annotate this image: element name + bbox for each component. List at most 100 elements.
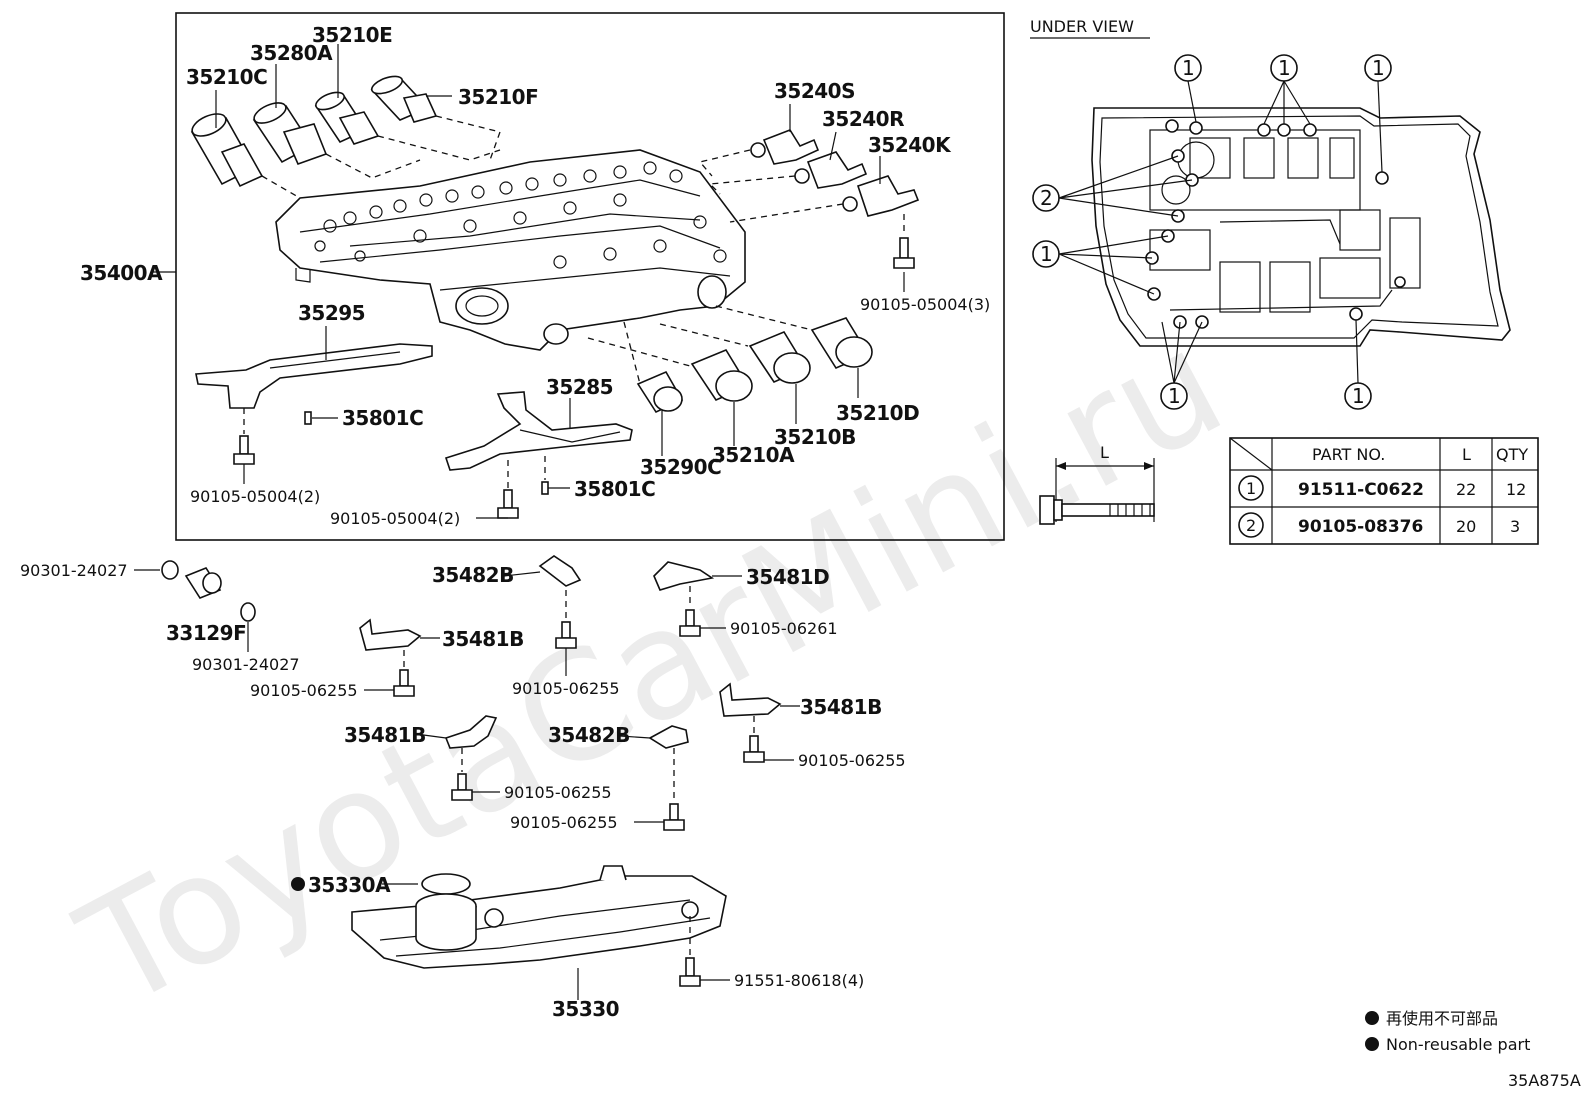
label-35240K: 35240K xyxy=(868,133,952,157)
label-33129F: 33129F xyxy=(166,621,246,645)
label-35280A: 35280A xyxy=(250,41,333,65)
bolt-table xyxy=(1229,437,1539,545)
callout-top-mid: 1 xyxy=(1278,56,1291,80)
under-view-title: UNDER VIEW xyxy=(1030,17,1134,36)
bolt-90105-06255-d xyxy=(451,773,473,801)
label-35400A: 35400A xyxy=(80,261,163,285)
table-row1-qty: 12 xyxy=(1506,480,1526,499)
label-91551-80618-4: 91551-80618(4) xyxy=(734,971,864,990)
solenoid-35280A xyxy=(252,102,328,166)
main-parts-frame xyxy=(175,12,1005,541)
bolt-91551-80618-4 xyxy=(679,957,701,987)
non-reusable-marker-35330A xyxy=(291,877,305,891)
solenoid-35210A xyxy=(690,349,753,402)
label-90301-24027-b: 90301-24027 xyxy=(192,655,300,674)
table-row1-callout: 1 xyxy=(1246,479,1256,498)
bolt-90105-06255-a xyxy=(555,621,577,649)
label-35801C-b: 35801C xyxy=(574,477,655,501)
bolt-90105-06255-e xyxy=(663,803,685,831)
label-90105-05004-3: 90105-05004(3) xyxy=(860,295,990,314)
legend-text-jp: 再使用不可部品 xyxy=(1386,1009,1498,1028)
legend-marker-en xyxy=(1365,1037,1379,1051)
label-35330A: 35330A xyxy=(308,873,391,897)
label-35210D: 35210D xyxy=(836,401,919,425)
callout-bottom-right: 1 xyxy=(1352,384,1365,408)
table-header-qty: QTY xyxy=(1496,445,1528,464)
label-35285: 35285 xyxy=(546,375,613,399)
bolt-90105-05004-3 xyxy=(893,237,915,269)
oil-strainer-35330 xyxy=(351,865,727,969)
bracket-35481D xyxy=(653,561,715,591)
table-row1-part-no: 91511-C0622 xyxy=(1298,480,1424,500)
table-row2-part-no: 90105-08376 xyxy=(1298,517,1423,537)
label-35210B: 35210B xyxy=(774,425,856,449)
table-row2-length: 20 xyxy=(1456,517,1476,536)
legend-text-en: Non-reusable part xyxy=(1386,1035,1530,1054)
bracket-35482B-a xyxy=(538,555,582,587)
bolt-90105-05004-2b xyxy=(497,489,519,519)
label-35481B-a: 35481B xyxy=(442,627,524,651)
o-ring-35330A xyxy=(421,873,471,895)
under-view-valve-body xyxy=(1091,107,1511,347)
label-35481B-c: 35481B xyxy=(800,695,882,719)
leader-lines-main xyxy=(152,44,905,519)
callout-bottom-left: 1 xyxy=(1168,384,1181,408)
solenoid-35240S xyxy=(750,129,820,165)
table-row1-length: 22 xyxy=(1456,480,1476,499)
table-header-part-no: PART NO. xyxy=(1312,445,1385,464)
plate-35285 xyxy=(444,391,633,471)
label-35240S: 35240S xyxy=(774,79,855,103)
o-ring-90301-24027-b xyxy=(240,602,256,622)
callout-left-lower: 1 xyxy=(1040,242,1053,266)
label-90105-06255-c: 90105-06255 xyxy=(798,751,906,770)
label-90105-05004-2b: 90105-05004(2) xyxy=(330,509,460,528)
solenoid-35210F xyxy=(370,75,438,123)
sleeve-33129F xyxy=(184,567,222,599)
bracket-35482B-b xyxy=(648,725,689,749)
pin-35801C-a xyxy=(304,411,312,425)
label-90301-24027-a: 90301-24027 xyxy=(20,561,128,580)
diagram-code: 35A875A xyxy=(1508,1071,1581,1090)
label-90105-06255-d: 90105-06255 xyxy=(504,783,612,802)
plate-35295 xyxy=(195,343,433,409)
label-35481B-b: 35481B xyxy=(344,723,426,747)
label-35210F: 35210F xyxy=(458,85,538,109)
solenoid-35210D xyxy=(810,317,873,370)
bolt-90105-06255-b xyxy=(393,669,415,697)
label-35295: 35295 xyxy=(298,301,365,325)
bracket-35481B-c xyxy=(719,682,782,717)
label-35210C: 35210C xyxy=(186,65,267,89)
solenoid-35240K xyxy=(842,175,920,217)
pin-35801C-b xyxy=(541,481,549,495)
under-view-callouts xyxy=(1032,54,1392,410)
label-35330: 35330 xyxy=(552,997,619,1021)
bolt-90105-05004-2a xyxy=(233,435,255,465)
label-35482B-a: 35482B xyxy=(432,563,514,587)
callout-top-right: 1 xyxy=(1372,56,1385,80)
label-35481D: 35481D xyxy=(746,565,829,589)
label-90105-05004-2a: 90105-05004(2) xyxy=(190,487,320,506)
label-90105-06255-b: 90105-06255 xyxy=(250,681,358,700)
label-35801C-a: 35801C xyxy=(342,406,423,430)
legend-marker-jp xyxy=(1365,1011,1379,1025)
valve-body-35400A xyxy=(275,149,746,351)
solenoid-35210E xyxy=(314,91,380,145)
solenoid-35240R xyxy=(794,151,868,189)
callout-left-upper: 2 xyxy=(1040,186,1053,210)
label-35482B-b: 35482B xyxy=(548,723,630,747)
bolt-length-drawing xyxy=(1039,458,1155,525)
o-ring-90301-24027-a xyxy=(161,560,179,580)
table-row2-qty: 3 xyxy=(1510,517,1520,536)
table-header-length: L xyxy=(1462,445,1471,464)
label-90105-06255-a: 90105-06255 xyxy=(512,679,620,698)
table-row2-callout: 2 xyxy=(1246,516,1256,535)
label-35290C: 35290C xyxy=(640,455,721,479)
solenoid-35290C xyxy=(636,370,684,414)
label-35240R: 35240R xyxy=(822,107,904,131)
solenoid-35210C xyxy=(190,113,264,188)
bracket-35481B-a xyxy=(359,618,422,651)
label-35210A: 35210A xyxy=(712,443,795,467)
bolt-90105-06255-c xyxy=(743,735,765,763)
label-35210E: 35210E xyxy=(312,23,392,47)
